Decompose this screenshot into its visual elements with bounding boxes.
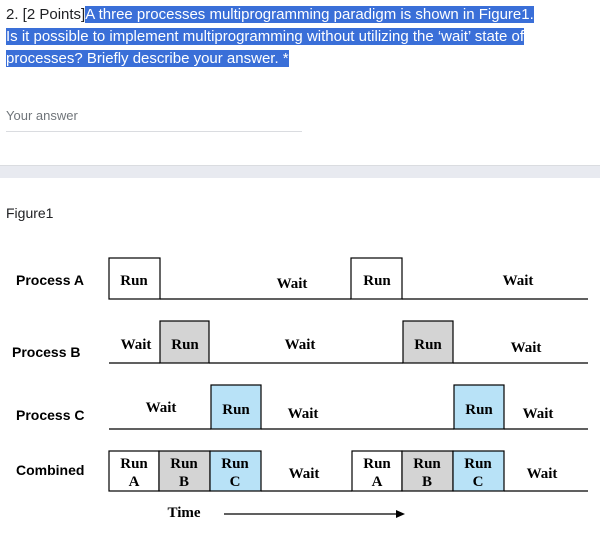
label-process-b: Process B bbox=[12, 344, 80, 360]
process-a-run-2 bbox=[350, 257, 403, 300]
row-process-b: Wait Run Wait Run Wait bbox=[109, 320, 588, 364]
combined-run-c-2-letter: C bbox=[473, 474, 484, 490]
question-line-2: Is it possible to implement multiprogram… bbox=[6, 28, 524, 45]
combined-run-c-2-label: Run bbox=[464, 456, 492, 472]
process-c-run-1-label: Run bbox=[222, 402, 250, 418]
process-a-wait-2-label: Wait bbox=[503, 273, 534, 289]
figure-diagram: Process A Process B Process C Combined R… bbox=[12, 257, 588, 521]
combined-run-b-2 bbox=[401, 450, 454, 492]
combined-run-a-2-label: Run bbox=[363, 456, 391, 472]
required-mark: * bbox=[282, 50, 289, 67]
combined-wait-1-label: Wait bbox=[289, 466, 320, 482]
process-b-run-2 bbox=[402, 320, 454, 364]
combined-run-c-1-letter: C bbox=[230, 474, 241, 490]
combined-run-c-1 bbox=[209, 450, 262, 492]
time-arrow-head bbox=[396, 510, 405, 518]
label-process-a: Process A bbox=[16, 272, 84, 288]
process-b-wait-3-label: Wait bbox=[511, 340, 542, 356]
combined-run-a-2 bbox=[351, 450, 403, 492]
combined-run-a-2-letter: A bbox=[372, 474, 383, 490]
section-divider bbox=[0, 165, 600, 178]
question-line-1: A three processes multiprogramming parad… bbox=[85, 6, 534, 23]
label-combined: Combined bbox=[16, 462, 84, 478]
combined-run-b-2-label: Run bbox=[413, 456, 441, 472]
time-label: Time bbox=[167, 505, 200, 521]
process-b-run-2-label: Run bbox=[414, 337, 442, 353]
process-b-wait-2-label: Wait bbox=[285, 337, 316, 353]
question-text: 2. [2 Points]A three processes multiprog… bbox=[6, 4, 596, 70]
process-c-wait-3-label: Wait bbox=[523, 406, 554, 422]
combined-run-a-1-label: Run bbox=[120, 456, 148, 472]
process-c-run-2 bbox=[453, 384, 505, 430]
process-a-run-1-label: Run bbox=[120, 273, 148, 289]
row-process-c: Wait Run Wait Run Wait bbox=[109, 384, 588, 430]
process-a-run-2-label: Run bbox=[363, 273, 391, 289]
process-b-wait-1-label: Wait bbox=[121, 337, 152, 353]
combined-run-a-1 bbox=[108, 450, 160, 492]
answer-underline bbox=[6, 131, 302, 132]
combined-wait-2-label: Wait bbox=[527, 466, 558, 482]
process-c-run-1 bbox=[210, 384, 262, 430]
process-a-wait-1-label: Wait bbox=[277, 276, 308, 292]
process-b-run-1-label: Run bbox=[171, 337, 199, 353]
combined-run-b-2-letter: B bbox=[422, 474, 432, 490]
process-c-wait-2-label: Wait bbox=[288, 406, 319, 422]
process-b-run-1 bbox=[159, 320, 210, 364]
label-process-c: Process C bbox=[16, 407, 84, 423]
row-process-a: Run Wait Run Wait bbox=[108, 257, 588, 300]
combined-run-b-1-letter: B bbox=[179, 474, 189, 490]
question-number: 2. [2 Points] bbox=[6, 6, 86, 23]
combined-run-c-2 bbox=[452, 450, 505, 492]
answer-input[interactable]: Your answer bbox=[6, 108, 78, 123]
question-line-3: processes? Briefly describe your answer.… bbox=[6, 50, 289, 67]
process-c-wait-1-label: Wait bbox=[146, 400, 177, 416]
row-combined: Run A Run B Run C Wait Run A Run B Run C… bbox=[108, 450, 588, 492]
figure-title: Figure1 bbox=[6, 205, 54, 221]
combined-run-a-1-letter: A bbox=[129, 474, 140, 490]
combined-run-b-1 bbox=[158, 450, 211, 492]
process-c-run-2-label: Run bbox=[465, 402, 493, 418]
process-a-run-1 bbox=[108, 257, 161, 300]
combined-run-c-1-label: Run bbox=[221, 456, 249, 472]
combined-run-b-1-label: Run bbox=[170, 456, 198, 472]
